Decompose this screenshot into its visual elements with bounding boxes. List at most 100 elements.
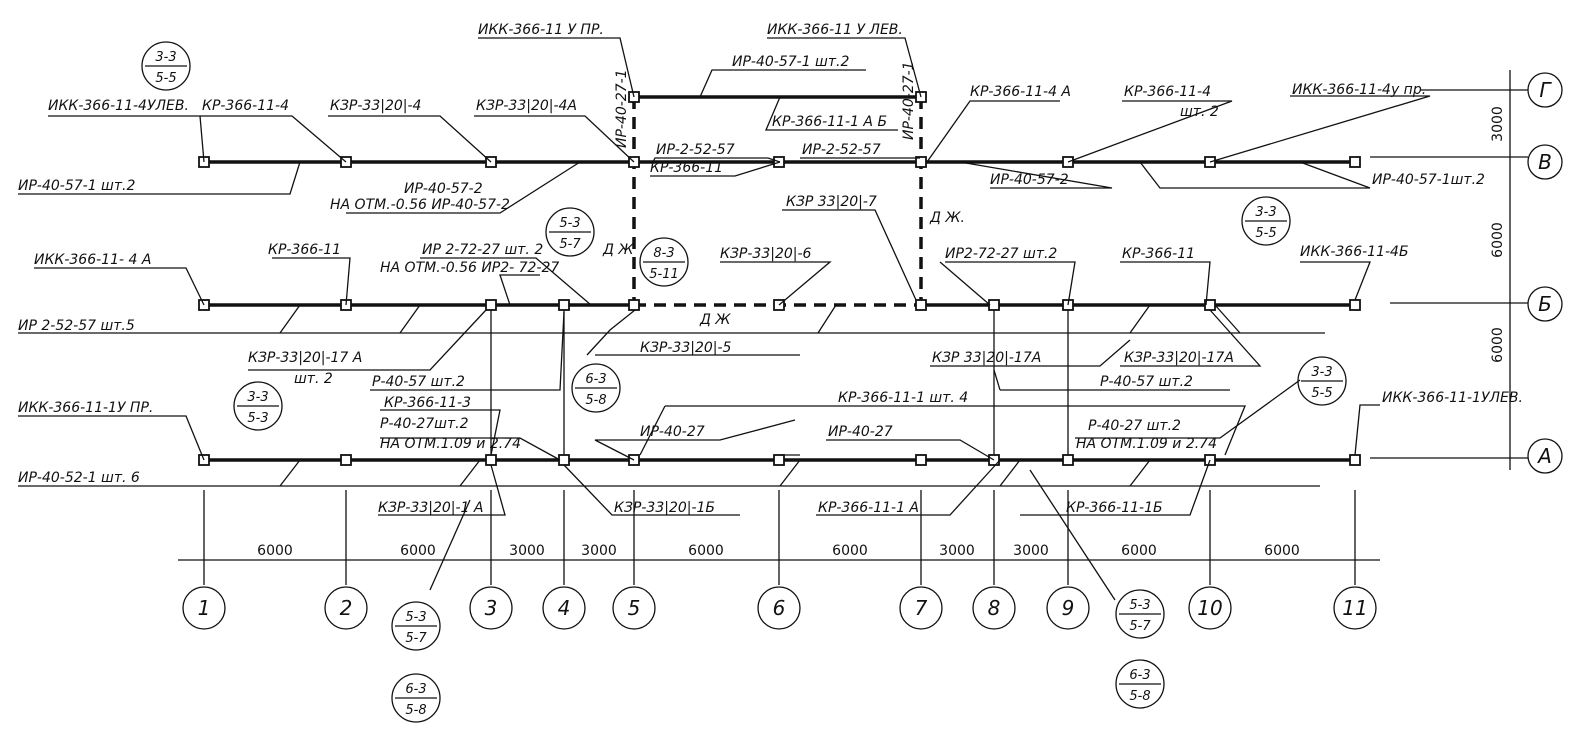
element-label: ИР-40-27 [828,424,893,440]
element-label: ИКК-366-11-4Б [1300,244,1409,260]
callout-bottom: 5-7 [559,237,581,252]
axis-bubble [972,586,1016,630]
axis-number: 2 [340,596,353,620]
column-node [340,454,352,466]
callout-top: 3-3 [1255,205,1276,220]
axis-bubble [1527,438,1563,474]
leader-line [279,304,301,334]
axis-number: 5 [628,596,641,620]
element-label: КР-366-11 [650,160,723,176]
element-label: КЗР-33|20|-5 [640,340,732,356]
element-label: КР-366-11 [268,242,341,258]
column-node [1349,454,1361,466]
leader-line [1139,161,1371,189]
callout-circle [141,41,191,91]
element-label: НА ОТМ.1.09 и 2.74 [1076,436,1217,452]
element-label: ИР-2-52-57 [802,142,881,158]
section-callout: 6-3 5-8 [571,363,621,413]
callout-bottom: 5-11 [649,267,679,282]
column-node [915,454,927,466]
leader-line [459,459,481,487]
dimension-value: 3000 [509,543,545,559]
leader-line [926,100,1060,163]
element-label: КР-366-11-1Б [1066,500,1163,516]
leader-line [1214,304,1241,334]
column-node [988,299,1000,311]
axis-bubble [182,586,226,630]
callout-bottom: 5-8 [585,393,606,408]
leader-line [399,304,421,334]
element-label: ИР 2-52-57 шт.5 [18,318,135,334]
element-label: КЗР 33|20|-17А [932,350,1041,366]
element-label: НА ОТМ.1.09 и 2.74 [380,436,521,452]
leader-line [380,437,561,461]
element-label: КР-366-11-4 А [970,84,1071,100]
callout-top: 5-3 [559,216,580,231]
element-label: Р-40-27 шт.2 [1088,418,1181,434]
leader-line [993,369,1001,391]
leader-line [1120,309,1262,367]
callout-top: 3-3 [247,390,268,405]
element-label: ИР-2-52-57 [656,142,735,158]
element-label: ИКК-366-11-4у пр. [1292,82,1426,98]
leader-line [370,311,565,391]
callout-bottom: 5-5 [1255,226,1276,241]
element-label: ИКК-366-11-4УЛЕВ. [48,98,189,114]
callout-circle [571,363,621,413]
leader-line [650,161,781,177]
axis-bubble [542,586,586,630]
axis-number: 4 [558,596,571,620]
leader-line [1120,261,1211,306]
column-nodes [198,91,1361,466]
callout-circle [391,673,441,723]
element-label: ИР2-72-27 шт.2 [945,246,1057,262]
section-callout: 5-3 5-7 [1115,589,1165,639]
element-label: НА ОТМ.-0.56 ИР-40-57-2 [330,197,510,213]
callout-circle [1115,659,1165,709]
callout-top: 6-3 [1129,668,1150,683]
element-label: КР-366-11-1 А [818,500,919,516]
callout-top: 5-3 [1129,598,1150,613]
element-label: КР-366-11-3 [384,395,471,411]
section-callout: 3-3 5-5 [1241,196,1291,246]
leader-line [380,409,501,456]
element-label: шт. 2 [294,371,333,387]
leader-line [279,459,301,487]
element-label: ИКК-366-11 У ЛЕВ. [767,22,903,38]
element-label: ИКК-366-11-1УЛЕВ. [1382,390,1523,406]
callout-top: 5-3 [405,610,426,625]
element-label: ИКК-366-11- 4 А [34,252,151,268]
leader-line [720,261,832,306]
axis-bubble [1527,144,1563,180]
section-callout: 5-3 5-7 [545,207,595,257]
dimension-value: 3000 [1013,543,1049,559]
element-label: Д Ж [602,242,634,258]
dimension-value: 6000 [1264,543,1300,559]
callout-bottom: 5-5 [1311,386,1332,401]
axis-number: 6 [773,596,786,620]
leader-line [248,309,487,371]
element-label: ИР-40-57-1 шт.2 [18,178,135,194]
column-node [1062,454,1074,466]
axis-number: 7 [915,596,928,620]
leader-line [474,115,635,163]
callout-circle [1297,356,1347,406]
leader-line [594,419,796,461]
callout-bottom: 5-5 [155,71,176,86]
leader-line [18,161,301,195]
callouts: 3-3 5-5 5-3 5-7 8-3 5-11 3-3 5-5 3-3 5-3 [141,41,1347,723]
callout-bottom: 5-8 [405,703,426,718]
axis-bubble [612,586,656,630]
section-callout: 6-3 5-8 [1115,659,1165,709]
element-label: КЗР 33|20|-7 [786,194,877,210]
column-node [1349,156,1361,168]
element-label: ИР-40-57-1 шт.2 [732,54,849,70]
leader-line [639,405,666,456]
callout-top: 3-3 [1311,365,1332,380]
callout-circle [545,207,595,257]
leader-line [930,339,1131,367]
column-node [558,454,570,466]
element-label: КЗР-33|20|-1Б [614,500,715,516]
leader-line [272,257,351,306]
